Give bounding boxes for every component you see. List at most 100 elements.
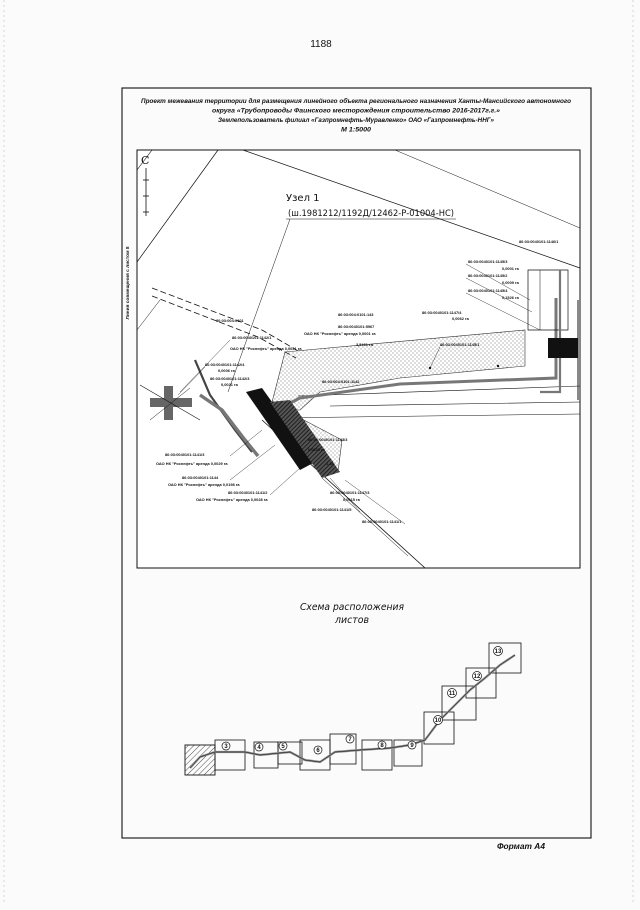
sheet-box xyxy=(329,733,357,765)
boundary-line xyxy=(271,413,581,419)
sheet-frame xyxy=(121,87,592,839)
sheet-box-current xyxy=(184,744,216,776)
map-drawing: С xyxy=(125,149,581,569)
parcel-area: 0,1526 га xyxy=(502,295,520,300)
parcel-area: 0,0015 га xyxy=(343,497,361,502)
survey-point xyxy=(496,364,500,368)
boundary-line xyxy=(136,149,219,263)
boundary-line xyxy=(242,149,581,269)
boundary-line xyxy=(394,149,581,229)
parcel-label: 86:03:0040101:1146/1 xyxy=(519,239,559,244)
sheet-box xyxy=(423,711,455,745)
parcel-area: 0,0006 га xyxy=(218,368,236,373)
parcel-label: 86:03:0040101:1141/3 xyxy=(165,452,205,457)
parcel-label: 86:03:004:0101:143 xyxy=(338,312,374,317)
sheet-number: 4 xyxy=(257,745,261,751)
mark-label: 1,48 xyxy=(326,461,334,466)
sheet-number: 13 xyxy=(495,649,502,655)
lease-label: ОАО НК "Роснефть" аренда 0,0001 га xyxy=(304,331,376,336)
scheme-title-line-1: Схема расположения xyxy=(300,602,404,613)
lease-label: ОАО НК "Роснефть" аренда 0,0028 га xyxy=(196,497,268,502)
parcel-label: 86:03:0040101:1141/1 xyxy=(362,519,402,524)
leader-line xyxy=(429,346,441,369)
pipeline-hatched xyxy=(270,400,340,478)
pipeline-corridor xyxy=(199,393,260,458)
page-number: 1188 xyxy=(310,39,332,50)
parcel-label: 86:03:0040101:5967 xyxy=(338,324,374,329)
scheme-title-line-2: листов xyxy=(334,615,369,626)
parcel-label: 86:03:0040101:1147/3 xyxy=(330,490,370,495)
sheet-title: Проект межевания территории для размещен… xyxy=(141,97,571,134)
title-line-3: Землепользователь филиал «Газпромнефть-М… xyxy=(218,117,494,124)
parcel-label: 86:03:0040101:1145/3 xyxy=(468,259,508,264)
format-label: Формат А4 xyxy=(497,842,546,851)
lease-label: ОАО НК "Роснефть" аренда 0,0021 га xyxy=(230,346,302,351)
title-line-1: Проект межевания территории для размещен… xyxy=(141,97,571,105)
junction-cross xyxy=(139,384,201,421)
sheet-number: 7 xyxy=(348,737,352,743)
boundary-line xyxy=(321,477,409,557)
sheet-number: 12 xyxy=(474,674,481,680)
sheet-number: 11 xyxy=(449,691,456,697)
boundary-line xyxy=(136,299,161,331)
parcel-area: 0,0062 га xyxy=(452,316,470,321)
leader-line xyxy=(465,263,541,331)
lease-label: ОАО НК "Роснефть" аренда 0,0029 га xyxy=(156,461,228,466)
north-arrow-icon: С xyxy=(141,154,149,216)
parcel-label: 86:03:0040101:1145/2 xyxy=(468,273,508,278)
leader-line xyxy=(229,429,301,496)
sheet-number: 9 xyxy=(410,743,414,749)
sheet-box xyxy=(441,685,477,721)
lease-label: ОАО НК "Роснефть" аренда 0,0198 га xyxy=(168,482,240,487)
boundary-line xyxy=(297,385,581,397)
parcel-label: 86:03:0040101:1141/5 xyxy=(312,507,352,512)
parcel-label: 86:03:0040101:1143/3 xyxy=(308,437,348,442)
parcel-area: 3,5461 га xyxy=(356,342,374,347)
parcel-label: 86:03:0040101:1142/1 xyxy=(232,335,272,340)
leader-line xyxy=(329,477,406,525)
sheet-number-markers: 3 4 5 6 7 8 9 10 11 12 13 xyxy=(221,646,503,755)
parcel-labels: 86:03:0040101:1146/1 86:03:0040101:1145/… xyxy=(156,239,559,525)
leader-line xyxy=(227,218,291,393)
parcel-label: 86:03:0040101:1142/4 xyxy=(205,362,245,367)
parcel-label: 86:03:004:0101:1142 xyxy=(322,379,360,384)
sheet-number: 10 xyxy=(435,718,442,724)
title-scale: М 1:5000 xyxy=(341,127,371,134)
parcel-area: 0,0021 га xyxy=(221,382,239,387)
parcel-label: 86:03:0040101:1144 xyxy=(182,475,219,480)
boundary-line xyxy=(136,149,153,171)
parcel-label: 86:03:0040101:1145/4 xyxy=(468,288,508,293)
boundary-line xyxy=(329,401,581,407)
node-code: (ш.1981212/1192Д/12462-Р-01004-НС) xyxy=(288,209,454,219)
sheet-box xyxy=(393,739,423,767)
node-title: Узел 1 xyxy=(286,193,320,204)
north-label: С xyxy=(141,154,149,167)
route-line-inner xyxy=(189,654,516,769)
parcel-label: 86:03:0040101:1147/4 xyxy=(422,310,462,315)
sheet-number: 6 xyxy=(316,748,320,754)
sheet-number: 3 xyxy=(224,744,228,750)
road-line xyxy=(151,287,301,353)
leader-line xyxy=(177,339,231,396)
pipeline-black xyxy=(246,388,315,470)
sheet-box xyxy=(361,739,393,771)
parcel-label: 86:03:004:0101 xyxy=(216,318,245,323)
sheet-layout-scheme: Схема расположения листов 3 4 5 6 7 8 xyxy=(184,602,522,776)
title-line-2: округа «Трубопроводы Фаинского месторожд… xyxy=(212,107,500,115)
sheet-box xyxy=(465,667,497,699)
road-line xyxy=(151,295,297,359)
parcel-area: 0,0029 га xyxy=(308,447,326,452)
sheet-number: 5 xyxy=(281,744,285,750)
sheet-box xyxy=(214,739,246,771)
parcel-label: 86:03:0040101:1141/2 xyxy=(228,490,268,495)
node-structure xyxy=(527,269,579,400)
sheet-box xyxy=(488,642,522,674)
match-line-label: Линия совмещения с листом 8 xyxy=(125,246,131,319)
sheet-box xyxy=(299,739,331,771)
parcel-label: 86:03:0040101:1142/3 xyxy=(210,376,250,381)
parcel-area: 0,0009 га xyxy=(502,280,520,285)
parcel-area: 0,0001 га xyxy=(502,266,520,271)
parcel-label: 86:03:0040101:1145/1 xyxy=(440,342,480,347)
